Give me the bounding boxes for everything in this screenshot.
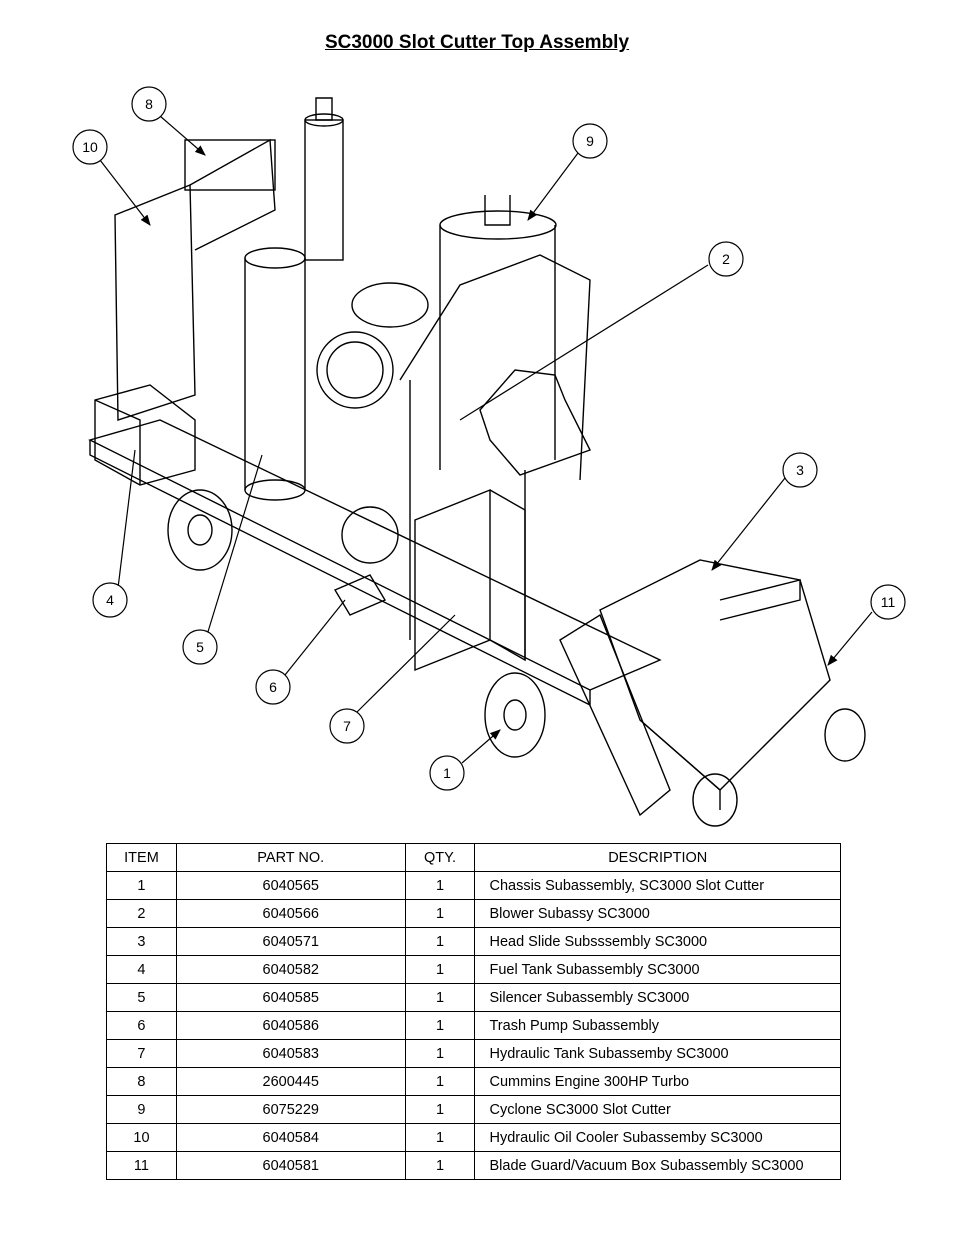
callout-7	[329, 708, 365, 744]
callout-6	[255, 669, 291, 705]
cell-qty: 1	[404, 955, 476, 984]
cell-part-no: 6075229	[175, 1095, 406, 1124]
callout-3	[782, 452, 818, 488]
cell-qty: 1	[404, 983, 476, 1012]
callout-10	[72, 129, 108, 165]
assembly-drawing: 1 2 3 4 5 6 7 8 9 10 11	[72, 86, 906, 827]
cell-item: 7	[106, 1039, 177, 1068]
cell-item: 11	[106, 1151, 177, 1180]
callout-balloons	[72, 86, 906, 791]
cell-description: Fuel Tank Subassembly SC3000	[474, 955, 841, 984]
header-qty: QTY.	[404, 843, 476, 872]
cell-qty: 1	[404, 1039, 476, 1068]
cell-item: 3	[106, 927, 177, 956]
table-row: 4 6040582 1 Fuel Tank Subassembly SC3000	[106, 955, 841, 984]
cell-description: Hydraulic Tank Subassemby SC3000	[474, 1039, 841, 1068]
cell-item: 4	[106, 955, 177, 984]
cell-part-no: 6040581	[175, 1151, 406, 1180]
cell-item: 2	[106, 899, 177, 928]
callout-label: 10	[82, 139, 98, 155]
callout-5	[182, 629, 218, 665]
parts-list-table: ITEM PART NO. QTY. DESCRIPTION 1 6040565…	[106, 843, 841, 1180]
table-header-row: ITEM PART NO. QTY. DESCRIPTION	[106, 843, 841, 872]
cell-qty: 1	[404, 871, 476, 900]
cell-description: Cummins Engine 300HP Turbo	[474, 1067, 841, 1096]
cell-item: 5	[106, 983, 177, 1012]
cell-description: Hydraulic Oil Cooler Subassemby SC3000	[474, 1123, 841, 1152]
header-description: DESCRIPTION	[474, 843, 841, 872]
cell-description: Blade Guard/Vacuum Box Subassembly SC300…	[474, 1151, 841, 1180]
callout-label: 6	[269, 679, 277, 695]
cell-qty: 1	[404, 927, 476, 956]
callout-9	[572, 123, 608, 159]
cell-qty: 1	[404, 1067, 476, 1096]
header-part-no: PART NO.	[175, 843, 406, 872]
cell-item: 6	[106, 1011, 177, 1040]
cell-part-no: 6040583	[175, 1039, 406, 1068]
callout-label: 8	[145, 96, 153, 112]
page-title: SC3000 Slot Cutter Top Assembly	[324, 32, 630, 53]
callout-label: 4	[106, 592, 114, 608]
callout-label: 5	[196, 639, 204, 655]
callout-label: 3	[796, 462, 804, 478]
table-row: 11 6040581 1 Blade Guard/Vacuum Box Suba…	[106, 1151, 841, 1180]
header-item: ITEM	[106, 843, 177, 872]
callout-label: 1	[443, 765, 451, 781]
machine-illustration	[88, 97, 866, 827]
callout-4	[92, 582, 128, 618]
cell-qty: 1	[404, 1095, 476, 1124]
table-row: 2 6040566 1 Blower Subassy SC3000	[106, 899, 841, 928]
cell-item: 1	[106, 871, 177, 900]
cell-description: Chassis Subassembly, SC3000 Slot Cutter	[474, 871, 841, 900]
callout-11	[870, 584, 906, 620]
callout-8	[131, 86, 167, 122]
cell-part-no: 6040571	[175, 927, 406, 956]
table-row: 8 2600445 1 Cummins Engine 300HP Turbo	[106, 1067, 841, 1096]
cell-description: Blower Subassy SC3000	[474, 899, 841, 928]
callout-label: 9	[586, 133, 594, 149]
cell-part-no: 6040582	[175, 955, 406, 984]
cell-item: 10	[106, 1123, 177, 1152]
cell-part-no: 6040584	[175, 1123, 406, 1152]
cell-part-no: 6040585	[175, 983, 406, 1012]
table-row: 10 6040584 1 Hydraulic Oil Cooler Subass…	[106, 1123, 841, 1152]
cell-description: Trash Pump Subassembly	[474, 1011, 841, 1040]
cell-item: 8	[106, 1067, 177, 1096]
table-row: 1 6040565 1 Chassis Subassembly, SC3000 …	[106, 871, 841, 900]
table-row: 9 6075229 1 Cyclone SC3000 Slot Cutter	[106, 1095, 841, 1124]
table-row: 6 6040586 1 Trash Pump Subassembly	[106, 1011, 841, 1040]
callout-label: 2	[722, 251, 730, 267]
cell-description: Silencer Subassembly SC3000	[474, 983, 841, 1012]
cell-qty: 1	[404, 899, 476, 928]
table-row: 7 6040583 1 Hydraulic Tank Subassemby SC…	[106, 1039, 841, 1068]
cell-qty: 1	[404, 1151, 476, 1180]
cell-part-no: 6040565	[175, 871, 406, 900]
cell-item: 9	[106, 1095, 177, 1124]
cell-part-no: 6040566	[175, 899, 406, 928]
callout-1	[429, 755, 465, 791]
cell-qty: 1	[404, 1123, 476, 1152]
callout-label: 11	[881, 594, 896, 610]
cell-part-no: 2600445	[175, 1067, 406, 1096]
table-row: 3 6040571 1 Head Slide Subsssembly SC300…	[106, 927, 841, 956]
cell-description: Cyclone SC3000 Slot Cutter	[474, 1095, 841, 1124]
table-row: 5 6040585 1 Silencer Subassembly SC3000	[106, 983, 841, 1012]
cell-description: Head Slide Subsssembly SC3000	[474, 927, 841, 956]
cell-qty: 1	[404, 1011, 476, 1040]
callout-2	[708, 241, 744, 277]
cell-part-no: 6040586	[175, 1011, 406, 1040]
callout-label: 7	[343, 718, 351, 734]
